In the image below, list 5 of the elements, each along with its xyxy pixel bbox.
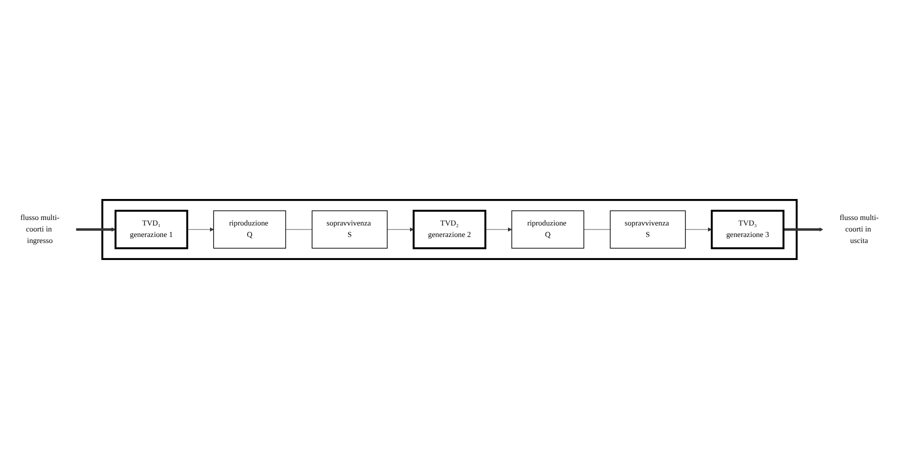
arrow [783, 227, 824, 232]
connector [584, 229, 610, 230]
connector [285, 229, 312, 230]
arrow [76, 227, 116, 232]
cluster [101, 199, 798, 260]
